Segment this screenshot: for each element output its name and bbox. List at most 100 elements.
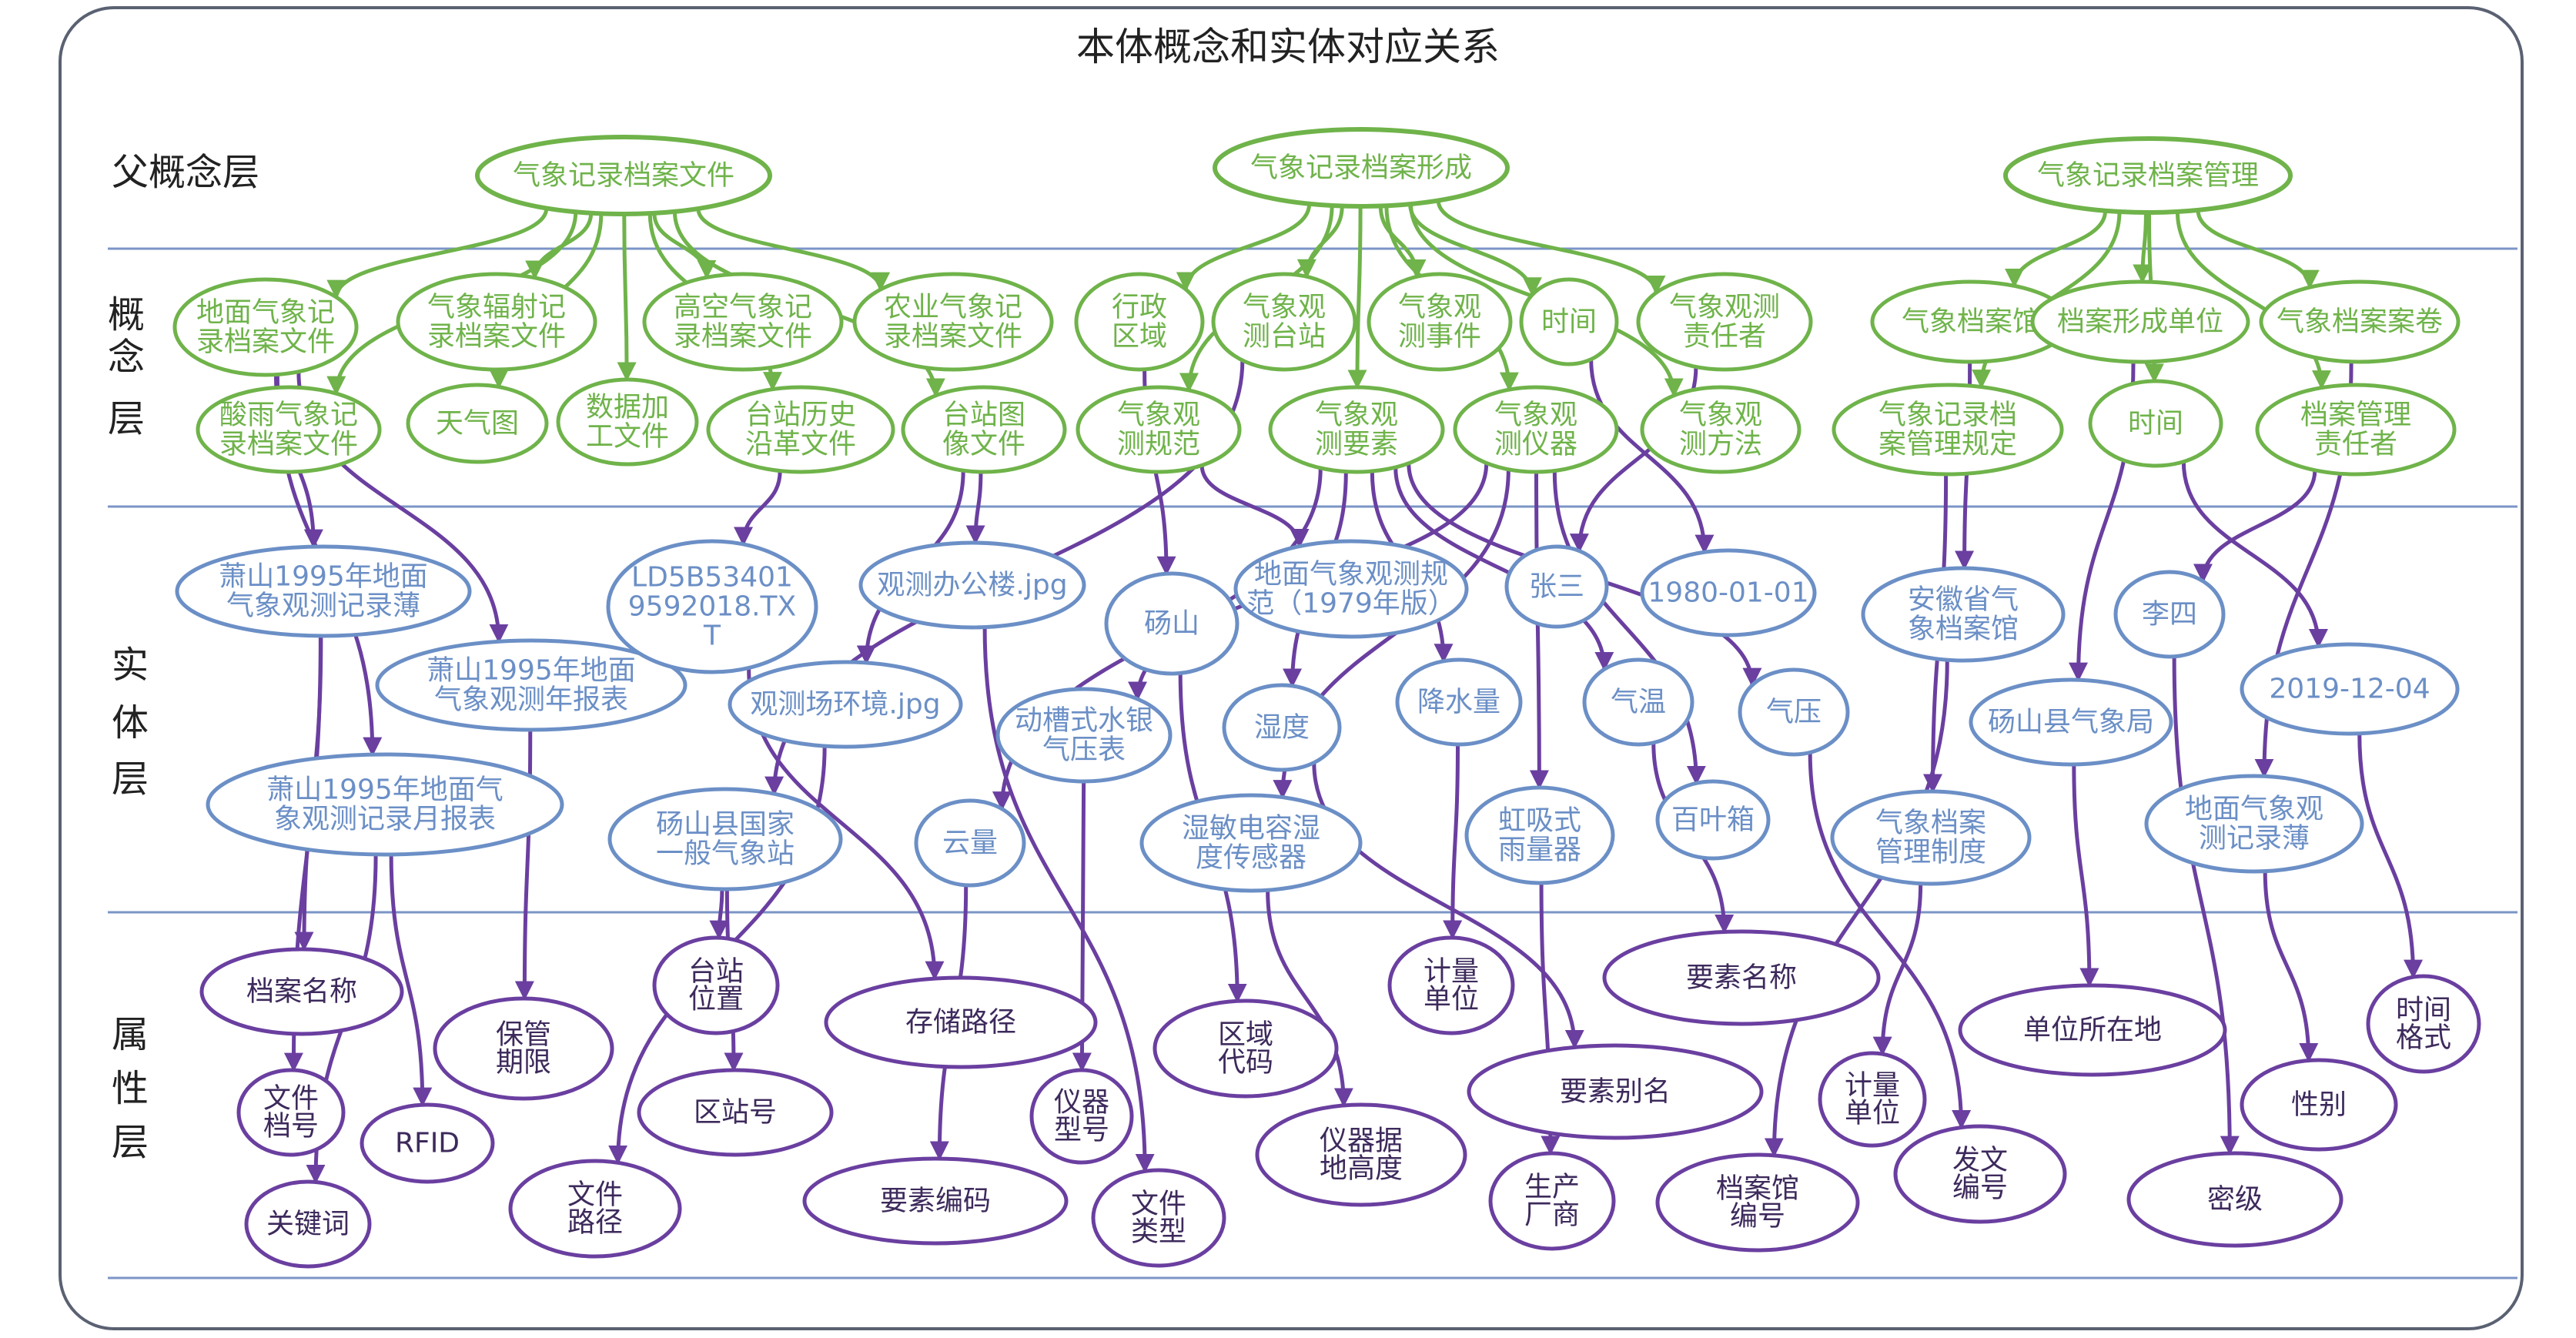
attr-node-ellipse	[1255, 1102, 1467, 1207]
attr-node-label: 密级	[2207, 1184, 2263, 1216]
attr-node-ellipse	[360, 1102, 495, 1184]
attr-node-label: 保管	[496, 1019, 551, 1051]
concept-node-label: 录档案文件	[427, 320, 566, 352]
attr-node-ellipse	[2366, 974, 2481, 1074]
concept-node-label: 时间	[2128, 408, 2183, 440]
edge-e25-a25	[2357, 733, 2424, 979]
attr-node-ellipse	[199, 947, 404, 1036]
entity-node: 气温	[1582, 657, 1694, 747]
diagram-title: 本体概念和实体对应关系	[1076, 25, 1500, 69]
attr-node-ellipse	[1893, 1124, 2067, 1224]
attr-node: 区站号	[637, 1068, 834, 1157]
attr-node-label: 文件	[263, 1083, 319, 1115]
entity-node-label: 动槽式水银	[1015, 705, 1153, 737]
entity-node-ellipse	[1139, 793, 1363, 893]
concept-node-label: 测要素	[1315, 428, 1398, 460]
concept-node: 气象档案馆	[1870, 279, 2072, 364]
edge-c15-e11	[1199, 465, 1310, 549]
concept-node-label: 档案管理	[2300, 400, 2411, 431]
attr-node-ellipse	[508, 1159, 682, 1259]
attr-node-label: 单位	[1845, 1097, 1900, 1129]
attr-node-ellipse	[652, 935, 780, 1035]
entity-node-label: 气象观测年报表	[434, 684, 628, 715]
concept-node-label: 行政	[1112, 292, 1167, 323]
entity-node-ellipse	[858, 540, 1086, 630]
concept-node-ellipse	[1519, 277, 1619, 366]
entity-node-label: 云量	[942, 828, 998, 859]
edge-c23-e25	[2181, 461, 2328, 648]
attr-node-ellipse	[1029, 1068, 1134, 1165]
concept-node-label: 责任者	[2314, 428, 2397, 460]
entity-node-label: 气压表	[1042, 734, 1126, 765]
concept-node-ellipse	[2030, 279, 2250, 364]
concept-node-label: 气象观	[1494, 400, 1577, 431]
entity-node-label: 气压	[1766, 697, 1822, 728]
entity-node-ellipse	[2144, 774, 2364, 874]
concept-node-label: 气象档案馆	[1902, 306, 2040, 338]
entity-node-label: 范（1979年版）	[1246, 587, 1456, 619]
attr-node-label: 单位所在地	[2023, 1015, 2162, 1046]
attr-node-label: 存储路径	[905, 1007, 1016, 1039]
entity-node-label: 观测办公楼.jpg	[877, 570, 1067, 601]
attr-node-label: 格式	[2396, 1022, 2451, 1053]
concept-node-label: 天气图	[436, 408, 519, 440]
concept-node-ellipse	[1211, 272, 1357, 372]
attr-node: 性别	[2240, 1058, 2398, 1152]
concept-node-ellipse	[2088, 379, 2223, 468]
entity-node-ellipse	[1464, 785, 1615, 885]
entity-node-ellipse	[995, 687, 1173, 784]
attr-node-label: 时间	[2396, 995, 2451, 1026]
entity-node-label: 百叶箱	[1671, 804, 1755, 836]
entity-node-label: 9592018.TX	[628, 591, 796, 623]
entity-node-label: 张三	[1529, 571, 1584, 603]
edge-e7-a7	[709, 888, 729, 940]
entity-node-label: 降水量	[1417, 687, 1500, 718]
parent-node-ellipse	[475, 135, 772, 216]
entity-node-label: 地面气象观	[2185, 794, 2323, 825]
concept-node: 时间	[2088, 379, 2223, 468]
attr-node-ellipse	[236, 1068, 346, 1157]
edge-c8-e4	[734, 470, 782, 547]
edge-c13-e17	[1589, 359, 1715, 554]
entity-node-label: T	[703, 620, 721, 651]
edge-e20-a21	[1808, 752, 1972, 1130]
edge-e13-a14	[1266, 890, 1353, 1108]
concept-node-ellipse	[1268, 385, 1445, 474]
edge-e3-a3	[389, 854, 433, 1107]
concept-node-label: 气象观	[1398, 292, 1481, 323]
concept-node: 时间	[1519, 277, 1619, 366]
entity-node-ellipse	[1222, 683, 1342, 772]
entity-node-ellipse	[1861, 566, 2066, 663]
layer-label-entity: 体	[112, 701, 149, 744]
layer-label-concept: 层	[108, 397, 145, 440]
edge-e22-a20	[1872, 883, 1923, 1056]
concept-node-label: 档案形成单位	[2057, 306, 2223, 338]
attr-node-label: 台站	[688, 956, 744, 988]
entity-node-ellipse	[914, 798, 1026, 888]
layer-label-attribute: 属	[112, 1013, 149, 1056]
attr-node-ellipse	[1818, 1051, 1927, 1148]
entity-node-ellipse	[2113, 570, 2226, 659]
concept-node-label: 工文件	[586, 420, 669, 452]
entity-node-label: 砀山县气象局	[1988, 707, 2154, 738]
concept-node-label: 录档案文件	[219, 428, 358, 460]
entity-node: 湿度	[1222, 683, 1342, 772]
attr-node-ellipse	[244, 1179, 372, 1269]
attr-node-ellipse	[2240, 1058, 2398, 1152]
entity-node-label: 象档案馆	[1908, 613, 2019, 644]
entity-node-ellipse	[1395, 657, 1523, 747]
concept-node-label: 测规范	[1117, 428, 1200, 460]
attr-node-label: 要素别名	[1560, 1076, 1671, 1108]
attr-node-label: 区站号	[694, 1097, 777, 1129]
